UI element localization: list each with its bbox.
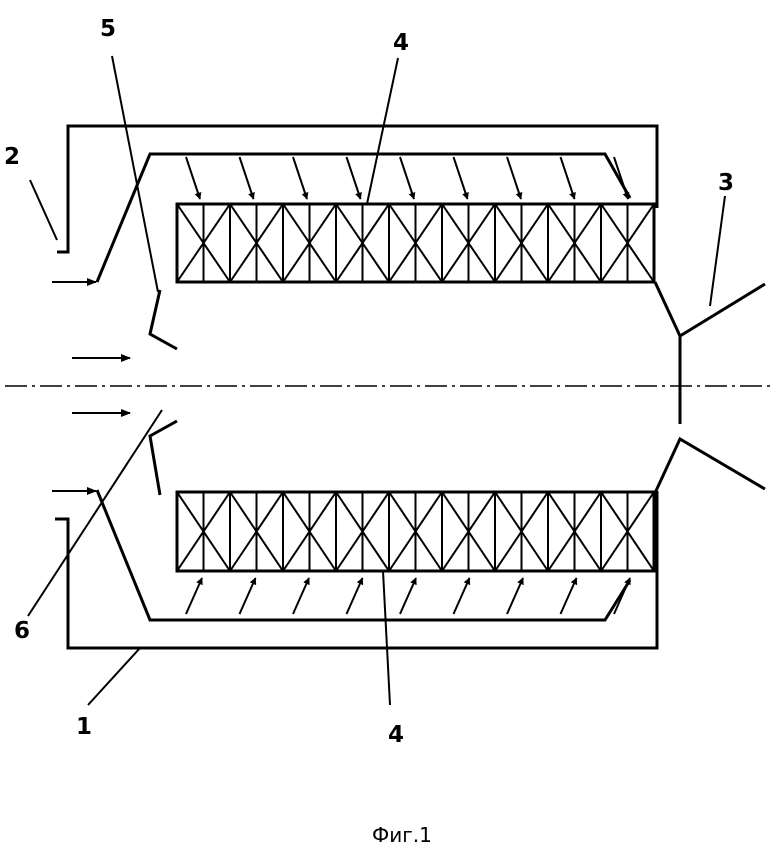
label-1: 1 [76, 714, 92, 740]
packed-bed-top-cells [177, 204, 654, 282]
leader-1 [88, 648, 140, 705]
flow-arrow-down [347, 157, 361, 199]
leader-5 [112, 56, 158, 292]
flow-arrow-down [454, 157, 468, 199]
flow-arrow-up [561, 578, 577, 614]
leader-2 [30, 180, 57, 240]
label-5: 5 [100, 16, 116, 42]
nozzle-upper [655, 282, 765, 336]
flow-arrows-bottom [186, 578, 630, 614]
label-4-bottom: 4 [388, 722, 404, 748]
label-4-top: 4 [393, 30, 409, 56]
label-3: 3 [718, 170, 734, 196]
flow-arrow-up [454, 578, 470, 614]
flow-arrow-up [347, 578, 363, 614]
flow-arrow-down [507, 157, 521, 199]
leader-4-top [367, 58, 398, 204]
nozzle-lower [655, 439, 765, 493]
swirler-lip-bottom [150, 421, 177, 495]
leader-6 [28, 410, 162, 616]
flow-arrow-up [400, 578, 416, 614]
label-6: 6 [14, 618, 30, 644]
flow-arrow-up [507, 578, 523, 614]
flow-arrow-down [186, 157, 200, 199]
flow-arrows-top [186, 157, 628, 199]
packed-bed-bottom-cells [177, 492, 654, 571]
flow-arrow-up [240, 578, 256, 614]
figure-caption: Фиг.1 [372, 823, 432, 847]
flow-arrow-down [400, 157, 414, 199]
flow-arrow-up [186, 578, 202, 614]
flow-arrow-up [614, 578, 630, 614]
flow-arrow-up [293, 578, 309, 614]
flow-arrow-down [240, 157, 254, 199]
flow-arrow-down [614, 157, 628, 199]
leader-4-bottom [383, 571, 390, 705]
flow-arrow-down [561, 157, 575, 199]
label-2: 2 [4, 144, 20, 170]
swirler-lip-top [150, 290, 177, 349]
flow-arrow-down [293, 157, 307, 199]
leader-3 [710, 196, 725, 306]
